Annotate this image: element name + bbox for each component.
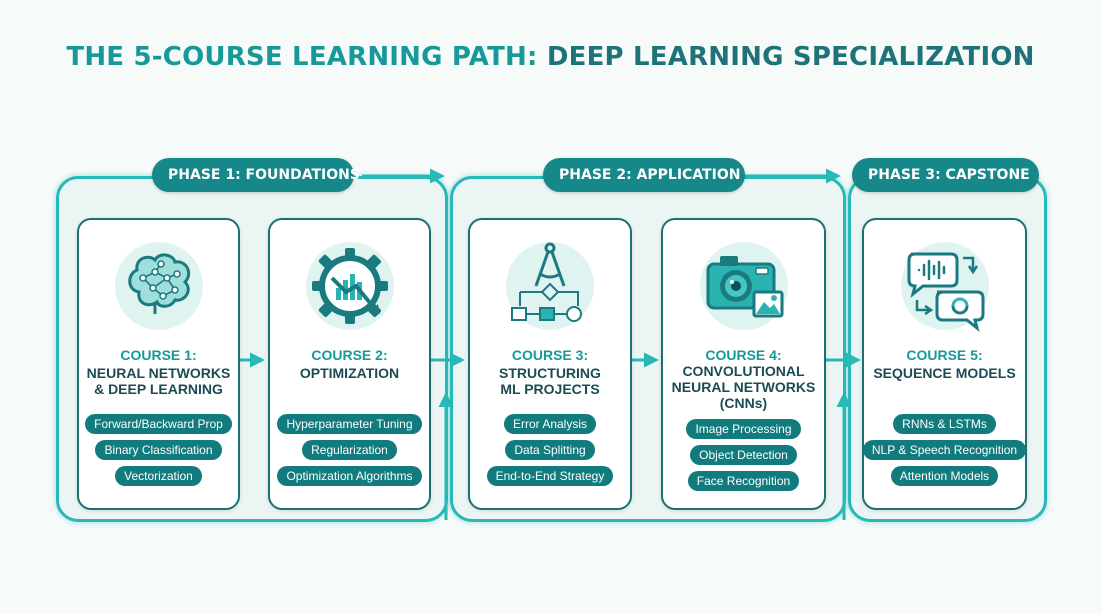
course-2-tags: Hyperparameter Tuning Regularization Opt… (270, 414, 429, 492)
course-4-title-line-1: CONVOLUTIONAL (682, 363, 805, 379)
course-3-tags: Error Analysis Data Splitting End-to-End… (470, 414, 630, 492)
compass-flowchart-icon (470, 234, 630, 344)
phase-2-label: PHASE 2: APPLICATION (543, 158, 745, 192)
course-3-card: COURSE 3: STRUCTURING ML PROJECTS Error … (468, 218, 632, 510)
course-5-title-line-1: SEQUENCE MODELS (873, 365, 1016, 381)
course-2-title-line-1: OPTIMIZATION (299, 365, 400, 381)
course-4-tags: Image Processing Object Detection Face R… (663, 419, 824, 497)
title-part-1: THE 5-COURSE LEARNING PATH: (66, 42, 547, 72)
course-4-tag-1: Image Processing (686, 419, 801, 439)
course-4-card: COURSE 4: CONVOLUTIONAL NEURAL NETWORKS … (661, 218, 826, 510)
course-1-tags: Forward/Backward Prop Binary Classificat… (79, 414, 238, 492)
course-3-number: COURSE 3: (511, 347, 589, 363)
course-4-number: COURSE 4: (705, 347, 782, 363)
course-5-tag-3: Attention Models (890, 466, 999, 486)
course-3-title: STRUCTURING ML PROJECTS (476, 365, 624, 397)
course-5-tag-2: NLP & Speech Recognition (862, 440, 1027, 460)
course-3-tag-3: End-to-End Strategy (486, 466, 614, 486)
course-3-title-line-2: ML PROJECTS (500, 381, 600, 397)
speech-bubbles-icon (864, 234, 1025, 344)
course-3-tag-2: Data Splitting (505, 440, 595, 460)
course-1-tag-2: Binary Classification (95, 440, 222, 460)
course-1-number: COURSE 1: (120, 347, 197, 363)
course-5-title: SEQUENCE MODELS (870, 365, 1019, 381)
course-4-title: CONVOLUTIONAL NEURAL NETWORKS (CNNs) (669, 363, 818, 411)
course-4-title-line-3: (CNNs) (719, 395, 768, 411)
course-1-title-line-2: & DEEP LEARNING (94, 381, 223, 397)
course-4-tag-2: Object Detection (690, 445, 797, 465)
course-1-tag-3: Vectorization (115, 466, 202, 486)
course-5-number: COURSE 5: (906, 347, 983, 363)
course-4-tag-3: Face Recognition (687, 471, 800, 491)
course-4-title-line-2: NEURAL NETWORKS (671, 379, 816, 395)
course-5-tag-1: RNNs & LSTMs (893, 414, 996, 434)
course-1-tag-1: Forward/Backward Prop (85, 414, 232, 434)
phase-1-label: PHASE 1: FOUNDATIONS (152, 158, 360, 192)
course-1-card: COURSE 1: NEURAL NETWORKS & DEEP LEARNIN… (77, 218, 240, 510)
course-2-tag-3: Optimization Algorithms (277, 466, 422, 486)
course-2-title: OPTIMIZATION (276, 365, 423, 381)
course-1-title-line-1: NEURAL NETWORKS (86, 365, 231, 381)
course-1-title: NEURAL NETWORKS & DEEP LEARNING (85, 365, 232, 397)
course-5-card: COURSE 5: SEQUENCE MODELS RNNs & LSTMs N… (862, 218, 1027, 510)
camera-image-icon (663, 234, 824, 344)
course-2-number: COURSE 2: (311, 347, 388, 363)
course-3-tag-1: Error Analysis (503, 414, 597, 434)
title-part-2: DEEP LEARNING SPECIALIZATION (546, 42, 1035, 72)
gear-chart-icon (270, 234, 429, 344)
diagram-title: THE 5-COURSE LEARNING PATH: DEEP LEARNIN… (0, 42, 1101, 72)
course-2-tag-1: Hyperparameter Tuning (277, 414, 422, 434)
course-3-title-line-1: STRUCTURING (499, 365, 601, 381)
phase-3-label: PHASE 3: CAPSTONE (852, 158, 1039, 192)
brain-network-icon (79, 234, 238, 344)
course-2-tag-2: Regularization (302, 440, 397, 460)
course-5-tags: RNNs & LSTMs NLP & Speech Recognition At… (862, 414, 1027, 492)
course-2-card: COURSE 2: OPTIMIZATION Hyperparameter Tu… (268, 218, 431, 510)
